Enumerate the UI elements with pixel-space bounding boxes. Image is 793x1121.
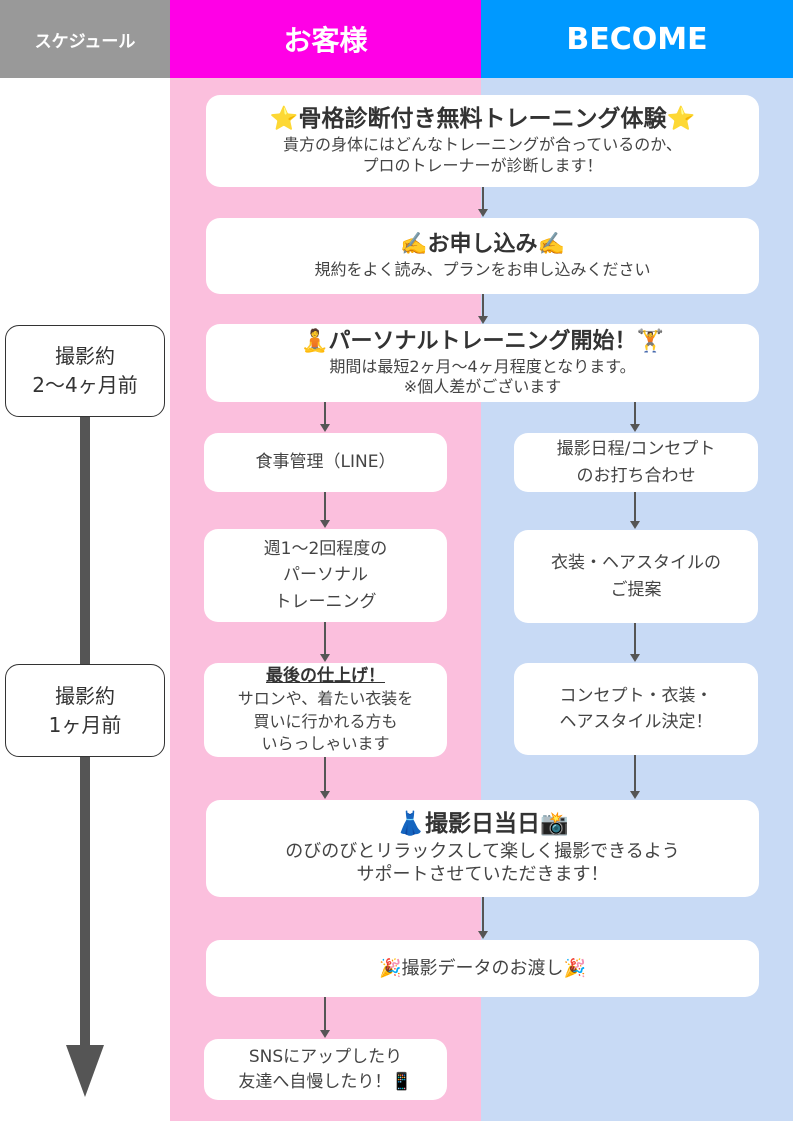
step-meal-management-label: 食事管理（LINE） xyxy=(255,452,396,473)
schedule-header: スケジュール xyxy=(0,0,170,78)
step-application-title: ✍️お申し込み✍️ xyxy=(400,232,565,258)
step-weekly-training-line2: パーソナル xyxy=(283,565,368,586)
schedule-label-line1: 撮影約 xyxy=(55,683,115,708)
arrowhead-weekly-to-finish xyxy=(320,654,330,662)
arrow-start-to-meeting xyxy=(634,402,636,425)
timeline-bar-lower xyxy=(80,757,90,1047)
arrowhead-delivery-to-sns xyxy=(320,1030,330,1038)
step-free-trial-desc-1: 貴方の身体にはどんなトレーニングが合っているのか、 xyxy=(283,135,682,155)
schedule-label-line1: 撮影約 xyxy=(55,344,115,368)
arrow-proposal-to-decision xyxy=(634,623,636,655)
customer-header-label: お客様 xyxy=(283,24,368,57)
arrowhead-trial-to-apply xyxy=(478,209,488,217)
step-shoot-day: 👗撮影日当日📸 のびのびとリラックスして楽しく撮影できるよう サポートさせていた… xyxy=(206,800,759,897)
step-training-start-desc-2: ※個人差がございます xyxy=(403,377,562,397)
step-sns-share: SNSにアップしたり 友達へ自慢したり！📱 xyxy=(204,1039,447,1100)
step-free-trial: ⭐骨格診断付き無料トレーニング体験⭐ 貴方の身体にはどんなトレーニングが合ってい… xyxy=(206,95,759,187)
timeline-bar-upper xyxy=(80,417,90,664)
schedule-box-1-month: 撮影約 1ヶ月前 xyxy=(5,664,165,757)
arrow-decision-to-shoot xyxy=(634,755,636,792)
arrow-start-to-meal xyxy=(324,402,326,425)
step-meal-management: 食事管理（LINE） xyxy=(204,433,447,492)
arrow-meeting-to-proposal xyxy=(634,492,636,522)
step-sns-share-line1: SNSにアップしたり xyxy=(248,1046,403,1067)
schedule-label-line2: 2〜4ヶ月前 xyxy=(32,373,138,397)
arrowhead-start-to-meal xyxy=(320,424,330,432)
arrow-delivery-to-sns xyxy=(324,997,326,1031)
step-weekly-training: 週1〜2回程度の パーソナル トレーニング xyxy=(204,529,447,622)
step-meeting-line1: 撮影日程/コンセプト xyxy=(556,439,716,460)
step-application: ✍️お申し込み✍️ 規約をよく読み、プランをお申し込みください xyxy=(206,218,759,294)
arrow-weekly-to-finish xyxy=(324,622,326,655)
step-proposal-line2: ご提案 xyxy=(610,579,662,600)
step-data-delivery: 🎉撮影データのお渡し🎉 xyxy=(206,940,759,997)
step-decision-line2: ヘアスタイル決定！ xyxy=(559,712,713,732)
arrowhead-meeting-to-proposal xyxy=(630,521,640,529)
arrow-trial-to-apply xyxy=(482,187,484,210)
step-proposal-line1: 衣装・ヘアスタイルの xyxy=(551,553,721,574)
step-training-start-title: 🧘パーソナルトレーニング開始！🏋️ xyxy=(301,328,664,354)
step-shoot-day-title: 👗撮影日当日📸 xyxy=(396,811,569,838)
become-header: BECOME xyxy=(481,0,793,78)
arrow-finish-to-shoot xyxy=(324,757,326,792)
step-decision: コンセプト・衣装・ ヘアスタイル決定！ xyxy=(514,663,758,755)
step-final-touch-title: 最後の仕上げ！ xyxy=(266,665,385,686)
step-meeting-line2: のお打ち合わせ xyxy=(576,465,696,486)
arrowhead-meal-to-weekly xyxy=(320,520,330,528)
customer-header: お客様 xyxy=(170,0,481,78)
step-shoot-day-desc-2: サポートさせていただきます！ xyxy=(356,864,609,886)
step-meeting: 撮影日程/コンセプト のお打ち合わせ xyxy=(514,433,758,492)
schedule-header-label: スケジュール xyxy=(34,31,136,52)
arrowhead-finish-to-shoot xyxy=(320,791,330,799)
step-final-touch: 最後の仕上げ！ サロンや、着たい衣装を 買いに行かれる方も いらっしゃいます xyxy=(204,663,447,757)
step-shoot-day-desc-1: のびのびとリラックスして楽しく撮影できるよう xyxy=(285,841,680,863)
step-final-touch-line3: いらっしゃいます xyxy=(261,734,390,754)
arrow-meal-to-weekly xyxy=(324,492,326,521)
step-data-delivery-label: 🎉撮影データのお渡し🎉 xyxy=(379,957,586,979)
arrowhead-apply-to-start xyxy=(478,316,488,324)
step-free-trial-desc-2: プロのトレーナーが診断します！ xyxy=(362,155,603,175)
arrowhead-start-to-meeting xyxy=(630,424,640,432)
step-free-trial-title: ⭐骨格診断付き無料トレーニング体験⭐ xyxy=(269,106,696,133)
arrow-apply-to-start xyxy=(482,294,484,317)
arrowhead-decision-to-shoot xyxy=(630,791,640,799)
step-final-touch-line1: サロンや、着たい衣装を xyxy=(237,689,414,709)
arrowhead-proposal-to-decision xyxy=(630,654,640,662)
schedule-box-2-4-months: 撮影約 2〜4ヶ月前 xyxy=(5,325,165,417)
become-header-label: BECOME xyxy=(566,21,708,57)
step-final-touch-line2: 買いに行かれる方も xyxy=(253,711,398,731)
step-application-desc: 規約をよく読み、プランをお申し込みください xyxy=(314,259,651,279)
step-weekly-training-line3: トレーニング xyxy=(274,591,377,612)
arrowhead-shoot-to-delivery xyxy=(478,931,488,939)
arrow-shoot-to-delivery xyxy=(482,897,484,932)
step-proposal: 衣装・ヘアスタイルの ご提案 xyxy=(514,530,758,623)
schedule-label-line2: 1ヶ月前 xyxy=(48,712,122,737)
step-sns-share-line2: 友達へ自慢したり！📱 xyxy=(238,1071,413,1092)
step-training-start-desc-1: 期間は最短2ヶ月〜4ヶ月程度となります。 xyxy=(329,356,636,376)
step-decision-line1: コンセプト・衣装・ xyxy=(559,685,713,706)
timeline-arrowhead xyxy=(66,1045,104,1097)
step-training-start: 🧘パーソナルトレーニング開始！🏋️ 期間は最短2ヶ月〜4ヶ月程度となります。 ※… xyxy=(206,324,759,402)
step-weekly-training-line1: 週1〜2回程度の xyxy=(263,538,388,559)
